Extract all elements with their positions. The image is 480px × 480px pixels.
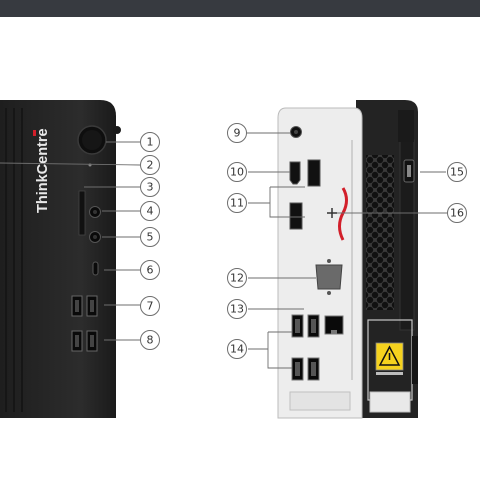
power-button-icon (77, 125, 107, 155)
svg-text:3: 3 (147, 181, 154, 194)
serial-port-icon (315, 259, 343, 295)
callout-5: 5 (140, 227, 160, 247)
callout-11: 11 (227, 193, 247, 213)
usb-a-rear-upper (291, 314, 320, 338)
callout-2: 2 (140, 155, 160, 175)
ethernet-port-icon (324, 315, 344, 335)
callout-12: 12 (227, 268, 247, 288)
svg-text:14: 14 (230, 343, 244, 356)
usb-a-rear-lower (291, 357, 320, 381)
audio-jack-icon (89, 206, 101, 218)
svg-text:11: 11 (230, 197, 244, 210)
rear-view (277, 100, 418, 419)
front-callout-lines (0, 141, 141, 341)
headset-jack-icon (290, 126, 302, 138)
svg-text:10: 10 (230, 166, 244, 179)
card-reader-slot (78, 190, 86, 236)
svg-text:16: 16 (450, 207, 464, 220)
displayport-upper-icon (307, 159, 321, 187)
front-callouts: 1 2 3 4 5 6 7 8 (140, 132, 160, 350)
hex-vent (366, 155, 394, 310)
brand-accent-dot (33, 130, 36, 136)
rear-top-tab (398, 110, 414, 142)
svg-text:2: 2 (147, 159, 154, 172)
svg-text:12: 12 (230, 272, 244, 285)
svg-text:5: 5 (147, 231, 154, 244)
svg-text:6: 6 (147, 264, 154, 277)
hdmi-port-icon (289, 161, 301, 185)
rear-io-panel (277, 107, 363, 419)
usb-c-port-icon (92, 261, 99, 276)
svg-text:7: 7 (147, 300, 154, 313)
warning-icon (375, 342, 404, 371)
microphone-jack-icon (89, 231, 101, 243)
callout-15: 15 (447, 162, 467, 182)
usb-a-ports-lower (71, 330, 98, 352)
svg-text:15: 15 (450, 166, 464, 179)
callout-10: 10 (227, 162, 247, 182)
svg-text:13: 13 (230, 303, 244, 316)
callout-13: 13 (227, 299, 247, 319)
rear-callout-lines (247, 132, 447, 369)
rear-bottom-cover (289, 391, 351, 411)
front-latch (113, 126, 121, 134)
displayport-lower-icon (289, 202, 303, 230)
front-view: ThinkCentre (0, 100, 121, 418)
callout-3: 3 (140, 177, 160, 197)
svg-text:8: 8 (147, 334, 154, 347)
callout-14: 14 (227, 339, 247, 359)
svg-text:9: 9 (234, 127, 241, 140)
usb-a-ports-upper (71, 295, 98, 317)
callout-4: 4 (140, 201, 160, 221)
callout-16: 16 (447, 203, 467, 223)
callout-1: 1 (140, 132, 160, 152)
brand-logo-text: ThinkCentre (35, 128, 51, 213)
callout-8: 8 (140, 330, 160, 350)
top-bar (0, 0, 480, 17)
front-grooves (5, 108, 23, 412)
rear-callouts: 9 10 11 12 13 14 15 16 (227, 123, 467, 359)
callout-9: 9 (227, 123, 247, 143)
svg-text:1: 1 (147, 136, 154, 149)
svg-text:4: 4 (147, 205, 154, 218)
callout-6: 6 (140, 260, 160, 280)
callout-7: 7 (140, 296, 160, 316)
